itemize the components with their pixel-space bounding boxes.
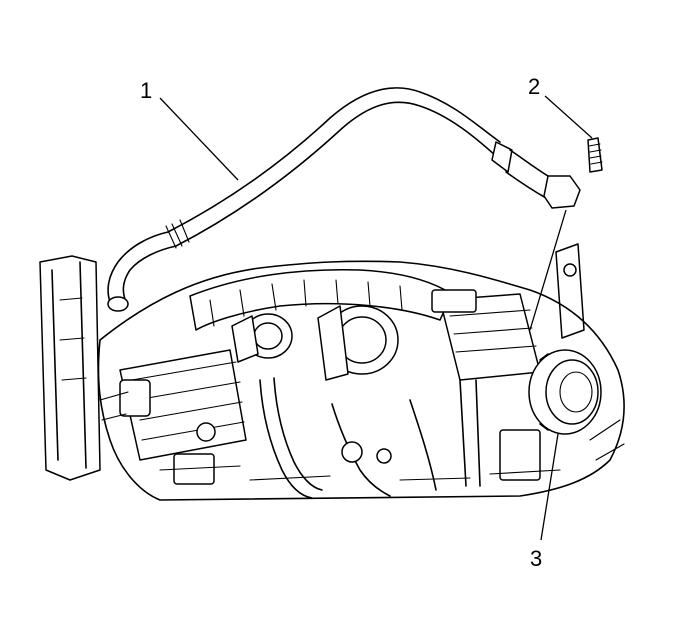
leader-line-1 [159, 97, 239, 181]
left-bracket [39, 255, 101, 481]
leader-line-2b [529, 209, 567, 331]
pulley [528, 349, 602, 435]
engine-block [97, 260, 625, 501]
leader-line-2 [544, 95, 593, 139]
callout-3: 3 [530, 546, 542, 571]
callout-2: 2 [528, 74, 540, 99]
callout-1: 1 [140, 78, 152, 103]
right-bracket [555, 243, 585, 339]
leader-line-3 [540, 433, 559, 541]
hose-assembly [107, 87, 549, 312]
bolt-fitting [543, 137, 603, 209]
